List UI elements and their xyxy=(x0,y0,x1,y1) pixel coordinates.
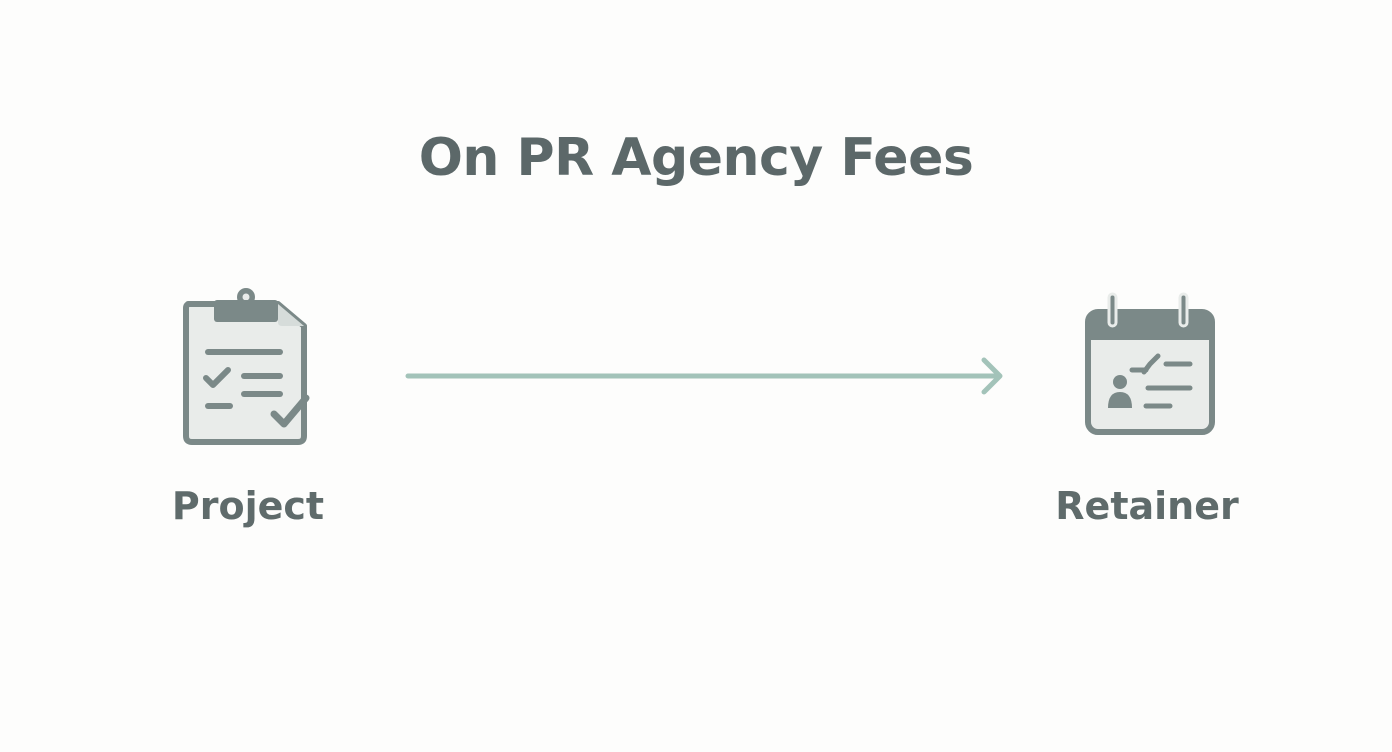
arrow-connector xyxy=(400,350,1010,406)
calendar-icon xyxy=(1082,292,1218,446)
diagram-title: On PR Agency Fees xyxy=(418,128,974,188)
retainer-label: Retainer xyxy=(1055,484,1239,528)
project-label: Project xyxy=(171,484,325,528)
clipboard-checklist-icon xyxy=(178,286,318,455)
